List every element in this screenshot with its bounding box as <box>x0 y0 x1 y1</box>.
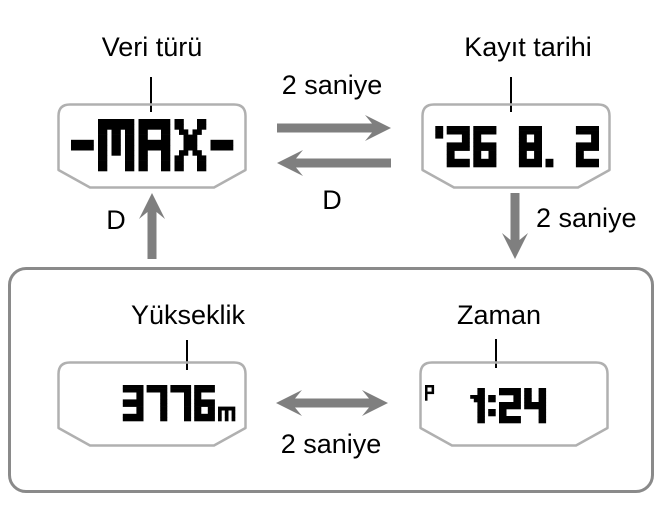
altitude-display <box>57 361 247 447</box>
pointer-line-data-type <box>150 77 152 112</box>
arrow-right-icon <box>277 115 391 141</box>
label-button-d-left: D <box>106 205 126 235</box>
time-display <box>419 361 609 447</box>
arrow-both-icon <box>276 390 388 416</box>
label-time: Zaman <box>456 300 542 330</box>
pointer-line-altitude <box>186 340 188 370</box>
label-record-date: Kayıt tarihi <box>464 32 592 62</box>
arrow-up-icon <box>139 193 165 259</box>
max-display <box>57 103 247 189</box>
label-delay-right: 2 saniye <box>536 203 637 233</box>
recall-group-box <box>8 267 654 493</box>
label-delay-bottom: 2 saniye <box>280 429 382 459</box>
label-data-type: Veri türü <box>101 32 203 62</box>
pointer-line-record-date <box>510 77 512 112</box>
arrow-left-icon <box>277 150 391 176</box>
arrow-down-icon <box>502 193 528 259</box>
pointer-line-time <box>495 339 497 368</box>
record-date-display <box>421 103 611 189</box>
label-altitude: Yükseklik <box>130 300 246 330</box>
label-delay-top: 2 saniye <box>281 70 383 100</box>
label-button-d-middle: D <box>322 185 342 215</box>
